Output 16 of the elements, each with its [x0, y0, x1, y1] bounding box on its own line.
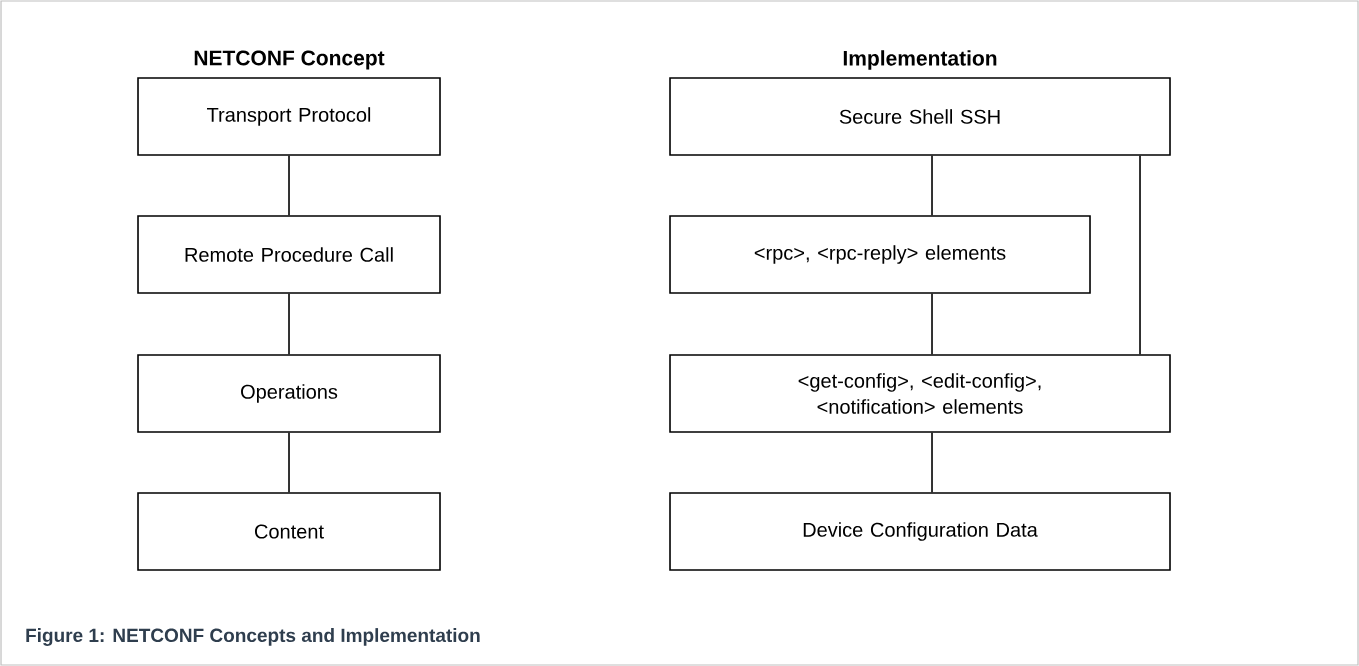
- caption: Figure 1: NETCONF Concepts and Implementation: [26, 628, 480, 646]
- process-box: <get-config>, <edit-config>, <notification> elements: [669, 354, 1171, 433]
- process-box: Remote Procedure Call: [137, 215, 441, 294]
- connector-line: [288, 432, 290, 493]
- connector-line: [288, 155, 290, 216]
- process-box: Device Configuration Data: [669, 492, 1171, 571]
- connector-line: [288, 293, 290, 355]
- process-box: <rpc>, <rpc-reply> elements: [669, 215, 1091, 294]
- process-box: Content: [137, 492, 441, 571]
- connector-line: [931, 432, 933, 493]
- process-box: Secure Shell SSH: [669, 77, 1171, 156]
- process-box: Operations: [137, 354, 441, 433]
- process-box: Transport Protocol: [137, 77, 441, 156]
- connector-line: [1139, 155, 1141, 355]
- connector-line: [931, 155, 933, 216]
- connector-line: [931, 293, 933, 355]
